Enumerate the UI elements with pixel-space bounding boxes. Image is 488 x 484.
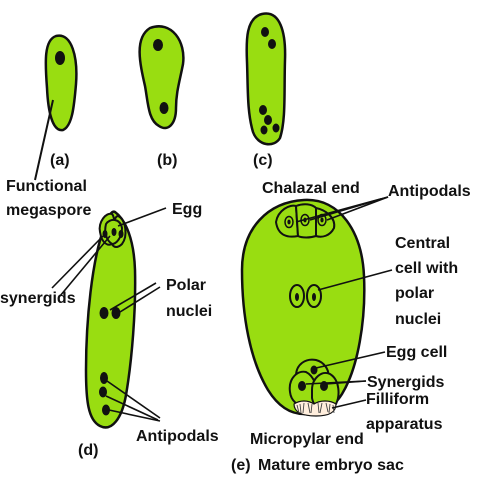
pointer-line	[315, 351, 386, 369]
filiform-threads	[296, 402, 335, 414]
cell-c-nucleus	[260, 125, 268, 135]
antipodals-e-label: Antipodals	[388, 183, 471, 200]
cell-b-nucleus	[153, 39, 163, 51]
stage-label-d: (d)	[78, 442, 98, 459]
pointer-line	[106, 380, 161, 419]
pointer-line	[331, 399, 367, 409]
mature-embryo-sac-label: Mature embryo sac	[258, 457, 404, 474]
polar-nuclei-label: nuclei	[166, 303, 212, 320]
pointer-line	[317, 269, 393, 291]
central-cell-label: nuclei	[395, 311, 441, 328]
antipodal-nucleus	[100, 372, 108, 384]
synergid-nucleus	[102, 230, 108, 238]
stage-label-c: (c)	[253, 152, 273, 169]
synergids-label: synergids	[0, 290, 76, 307]
stage-label-e: (e)	[231, 457, 251, 474]
antipodal-nucleus	[102, 404, 110, 416]
stage-label-a: (a)	[50, 152, 70, 169]
cell-c-nucleus	[268, 39, 276, 49]
antipodal-nucleolus	[287, 219, 291, 225]
filiform-apparatus	[293, 400, 337, 417]
stage-label-b: (b)	[157, 152, 177, 169]
pointer-line	[51, 235, 104, 289]
pointer-line	[59, 235, 111, 297]
cell-c-nucleus	[264, 115, 272, 125]
central-cell-label: Central	[395, 235, 450, 252]
filiform-apparatus-label: Filliform	[366, 391, 429, 408]
synergid-nucleus	[118, 230, 124, 238]
cell-b-nucleus	[159, 102, 169, 114]
central-cell-label: cell with	[395, 260, 458, 277]
pointer-line	[309, 196, 389, 221]
cell-a-nucleus	[55, 51, 65, 65]
cell-b-body	[138, 25, 185, 130]
pointer-line	[119, 286, 161, 313]
egg-cell-label: Egg cell	[386, 344, 447, 361]
filiform-apparatus-label: apparatus	[366, 416, 443, 433]
cell-d	[84, 210, 137, 429]
antipodal-nucleus	[99, 386, 107, 398]
pointer-line	[34, 99, 54, 181]
central-cell-label: polar	[395, 285, 434, 302]
micropylar-end-label: Micropylar end	[250, 431, 364, 448]
functional-megaspore-label: Functional	[6, 178, 87, 195]
egg-nucleus	[310, 365, 318, 375]
pointer-line	[105, 395, 159, 421]
egg-nucleus	[111, 228, 117, 236]
pointer-line	[108, 409, 161, 422]
antipodal-nucleolus	[320, 217, 324, 223]
pointer-line	[325, 380, 367, 385]
polar-nucleolus	[295, 293, 299, 301]
polar-nucleolus	[312, 293, 316, 301]
cell-c-nucleus	[272, 123, 280, 133]
cell-b	[138, 25, 185, 130]
pointer-line	[326, 196, 389, 221]
cell-c-nucleus	[261, 27, 269, 37]
polar-nucleus	[111, 307, 121, 319]
chalazal-end-label: Chalazal end	[262, 180, 360, 197]
cell-a-body	[44, 34, 78, 132]
polar-nucleus	[306, 284, 322, 308]
synergids-e-label: Synergids	[367, 374, 444, 391]
antipodal-nucleus	[284, 215, 294, 229]
cell-e	[240, 198, 366, 417]
functional-megaspore-label: megaspore	[6, 202, 91, 219]
cell-a	[44, 34, 78, 132]
cell-c-nucleus	[259, 105, 267, 115]
synergid-nucleus	[298, 381, 306, 391]
pointer-line	[117, 207, 167, 227]
polar-nucleus	[99, 307, 109, 319]
polar-nuclei-label: Polar	[166, 277, 206, 294]
pointer-line	[109, 282, 157, 311]
polar-nucleus	[289, 284, 305, 308]
cell-c	[245, 12, 287, 146]
antipodals-label: Antipodals	[136, 428, 219, 445]
egg-label: Egg	[172, 201, 202, 218]
